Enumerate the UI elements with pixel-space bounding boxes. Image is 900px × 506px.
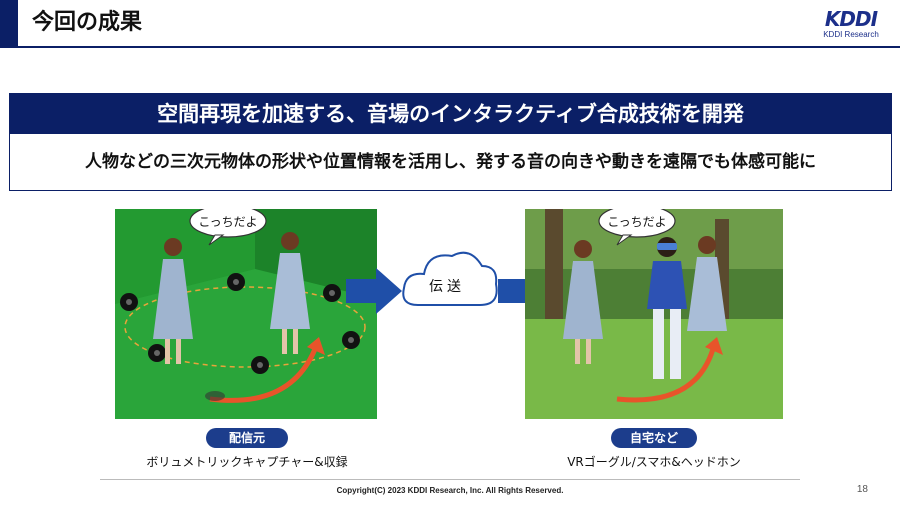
- logo-subtext: KDDI Research: [823, 30, 879, 39]
- speaker-ring: [124, 286, 366, 368]
- banner-subline: 人物などの三次元物体の形状や位置情報を活用し、発する音の向きや動きを遠隔でも体感…: [10, 134, 891, 190]
- performer-figure-right: [563, 236, 727, 364]
- speech-bubble-left: こっちだよ: [198, 215, 257, 229]
- cloud-icon: [402, 251, 498, 306]
- capture-studio-image: こっちだよ: [115, 209, 377, 419]
- motion-path: [209, 348, 318, 403]
- copyright-text: Copyright(C) 2023 KDDI Research, Inc. Al…: [336, 486, 564, 495]
- badge-source: 配信元: [206, 428, 288, 448]
- park-scene: こっちだよ: [525, 209, 783, 419]
- badge-home: 自宅など: [611, 428, 697, 448]
- kddi-logo: KDDI KDDI Research: [814, 8, 888, 40]
- performer-figure: [153, 232, 310, 364]
- footer-divider: [100, 479, 800, 480]
- arrow-right-left: [346, 268, 402, 314]
- speech-bubble-right: こっちだよ: [607, 215, 666, 229]
- caption-source: ボリュメトリックキャプチャー&収録: [146, 455, 348, 469]
- page-number: 18: [856, 484, 868, 495]
- speaker-icons: [120, 273, 360, 374]
- motion-path-right: [616, 348, 716, 403]
- header-accent-bar: [0, 0, 18, 46]
- summary-banner: 空間再現を加速する、音場のインタラクティブ合成技術を開発 人物などの三次元物体の…: [9, 93, 892, 191]
- caption-home: VRゴーグル/スマホ&ヘッドホン: [567, 455, 741, 469]
- header-divider: [0, 46, 900, 48]
- logo-mark: KDDI: [824, 7, 878, 31]
- studio-scene: こっちだよ: [115, 209, 377, 419]
- banner-headline: 空間再現を加速する、音場のインタラクティブ合成技術を開発: [10, 94, 891, 134]
- vr-user-figure: [647, 237, 687, 379]
- home-vr-image: こっちだよ: [525, 209, 783, 419]
- page-title: 今回の成果: [32, 10, 143, 35]
- transfer-label: 伝送: [429, 279, 465, 295]
